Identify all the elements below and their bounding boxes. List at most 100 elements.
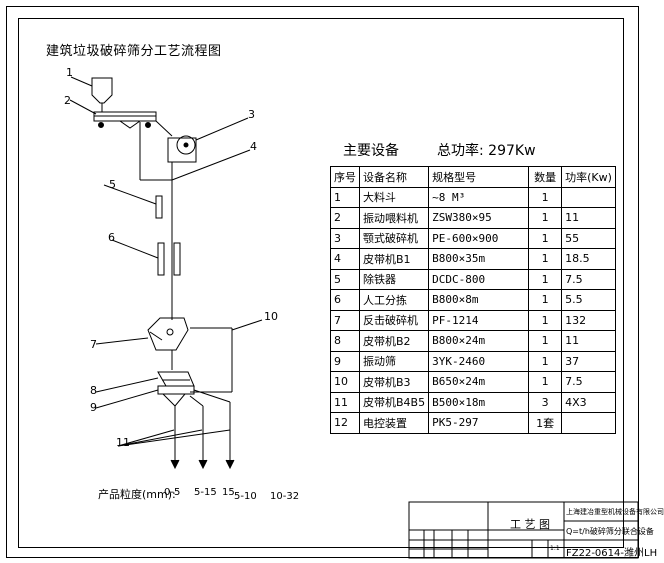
cell-name: 人工分拣 xyxy=(358,289,430,311)
cell-name: 颚式破碎机 xyxy=(358,227,430,249)
cell-name: 反击破碎机 xyxy=(358,309,430,331)
cell-no: 5 xyxy=(330,268,360,290)
table-row: 11 皮带机B4B5 B500×18m 3 4X3 xyxy=(330,391,616,413)
callout-3: 3 xyxy=(248,108,255,121)
cell-spec: PF-1214 xyxy=(428,309,530,331)
callout-10: 10 xyxy=(264,310,278,323)
cell-no: 9 xyxy=(330,350,360,372)
col-header-no: 序号 xyxy=(330,166,360,188)
hopper-shape xyxy=(91,77,113,104)
product-size-1: 0-5 xyxy=(164,487,181,498)
col-header-power: 功率(Kw) xyxy=(561,166,616,188)
cell-spec: ~8 M³ xyxy=(428,186,530,208)
drawing-sheet-border xyxy=(6,6,639,558)
table-row: 12 电控装置 PK5-297 1套 xyxy=(330,412,616,434)
cell-power xyxy=(561,412,616,434)
cell-spec: B800×24m xyxy=(428,330,530,352)
callout-8: 8 xyxy=(90,384,97,397)
table-row: 8 皮带机B2 B800×24m 1 11 xyxy=(330,330,616,352)
table-row: 10 皮带机B3 B650×24m 1 7.5 xyxy=(330,371,616,393)
callout-5: 5 xyxy=(109,178,116,191)
cell-name: 除铁器 xyxy=(358,268,430,290)
cell-power: 11 xyxy=(561,207,616,229)
diagram-title: 建筑垃圾破碎筛分工艺流程图 xyxy=(46,44,222,59)
callout-6: 6 xyxy=(108,231,115,244)
company-name: 上海建冶重型机械设备有限公司 xyxy=(566,508,664,516)
cell-spec: B800×8m xyxy=(428,289,530,311)
callout-1: 1 xyxy=(66,66,73,79)
table-row: 3 颚式破碎机 PE-600×900 1 55 xyxy=(330,227,616,249)
callout-9: 9 xyxy=(90,401,97,414)
cell-qty: 3 xyxy=(528,391,563,413)
table-header-row: 序号 设备名称 规格型号 数量 功率(Kw) xyxy=(330,166,616,188)
col-header-qty: 数量 xyxy=(528,166,563,188)
cell-no: 11 xyxy=(330,391,360,413)
cell-no: 2 xyxy=(330,207,360,229)
cell-no: 7 xyxy=(330,309,360,331)
cell-spec: DCDC-800 xyxy=(428,268,530,290)
cell-no: 6 xyxy=(330,289,360,311)
cell-qty: 1 xyxy=(528,309,563,331)
cell-qty: 1 xyxy=(528,227,563,249)
cell-name: 大料斗 xyxy=(358,186,430,208)
cell-name: 振动筛 xyxy=(358,350,430,372)
drawing-frame xyxy=(18,18,624,548)
cell-power: 11 xyxy=(561,330,616,352)
cell-no: 4 xyxy=(330,248,360,270)
table-row: 9 振动筛 3YK-2460 1 37 xyxy=(330,350,616,372)
drawing-number: FZ22-0614-潍州LH xyxy=(566,548,658,559)
cell-power: 37 xyxy=(561,350,616,372)
cell-name: 皮带机B3 xyxy=(358,371,430,393)
product-size-4: 5-10 xyxy=(234,491,257,502)
cell-power xyxy=(561,186,616,208)
callout-2: 2 xyxy=(64,94,71,107)
table-row: 5 除铁器 DCDC-800 1 7.5 xyxy=(330,268,616,290)
cell-qty: 1 xyxy=(528,371,563,393)
cell-spec: B500×18m xyxy=(428,391,530,413)
manual-sorting-shape xyxy=(157,242,165,276)
cell-qty: 1 xyxy=(528,330,563,352)
callout-7: 7 xyxy=(90,338,97,351)
cell-power: 7.5 xyxy=(561,371,616,393)
table-row: 1 大料斗 ~8 M³ 1 xyxy=(330,186,616,208)
cell-power: 55 xyxy=(561,227,616,249)
title-block-lines xyxy=(408,501,639,559)
cell-power: 18.5 xyxy=(561,248,616,270)
cell-qty: 1 xyxy=(528,289,563,311)
cell-name: 皮带机B4B5 xyxy=(358,391,430,413)
product-size-3: 15 xyxy=(222,487,235,498)
equipment-header: 主要设备 xyxy=(343,143,399,159)
drawing-scale: 1:1 xyxy=(550,545,560,552)
product-size-5: 10-32 xyxy=(270,491,300,502)
cell-name: 皮带机B2 xyxy=(358,330,430,352)
jaw-crusher-shape xyxy=(167,137,197,163)
col-header-spec: 规格型号 xyxy=(428,166,530,188)
process-flow-diagram xyxy=(69,76,639,559)
cell-no: 10 xyxy=(330,371,360,393)
table-row: 7 反击破碎机 PF-1214 1 132 xyxy=(330,309,616,331)
table-row: 2 振动喂料机 ZSW380×95 1 11 xyxy=(330,207,616,229)
table-row: 4 皮带机B1 B800×35m 1 18.5 xyxy=(330,248,616,270)
cell-qty: 1 xyxy=(528,207,563,229)
cell-name: 振动喂料机 xyxy=(358,207,430,229)
cell-spec: ZSW380×95 xyxy=(428,207,530,229)
cell-power: 5.5 xyxy=(561,289,616,311)
cell-no: 12 xyxy=(330,412,360,434)
product-size-label: 产品粒度(mm): xyxy=(98,488,176,501)
cell-spec: PK5-297 xyxy=(428,412,530,434)
cell-power: 4X3 xyxy=(561,391,616,413)
cell-spec: B800×35m xyxy=(428,248,530,270)
cell-spec: 3YK-2460 xyxy=(428,350,530,372)
vibrating-screen-shape xyxy=(157,371,195,387)
table-row: 6 人工分拣 B800×8m 1 5.5 xyxy=(330,289,616,311)
drawing-type: 工 艺 图 xyxy=(510,518,550,531)
col-header-name: 设备名称 xyxy=(358,166,430,188)
cell-qty: 1 xyxy=(528,186,563,208)
product-size-2: 5-15 xyxy=(194,487,217,498)
cell-no: 3 xyxy=(330,227,360,249)
equipment-table: 序号 设备名称 规格型号 数量 功率(Kw) 1 大料斗 ~8 M³ 1 2 振… xyxy=(330,166,616,434)
cell-qty: 1 xyxy=(528,350,563,372)
cell-name: 电控装置 xyxy=(358,412,430,434)
cell-spec: PE-600×900 xyxy=(428,227,530,249)
cell-no: 8 xyxy=(330,330,360,352)
